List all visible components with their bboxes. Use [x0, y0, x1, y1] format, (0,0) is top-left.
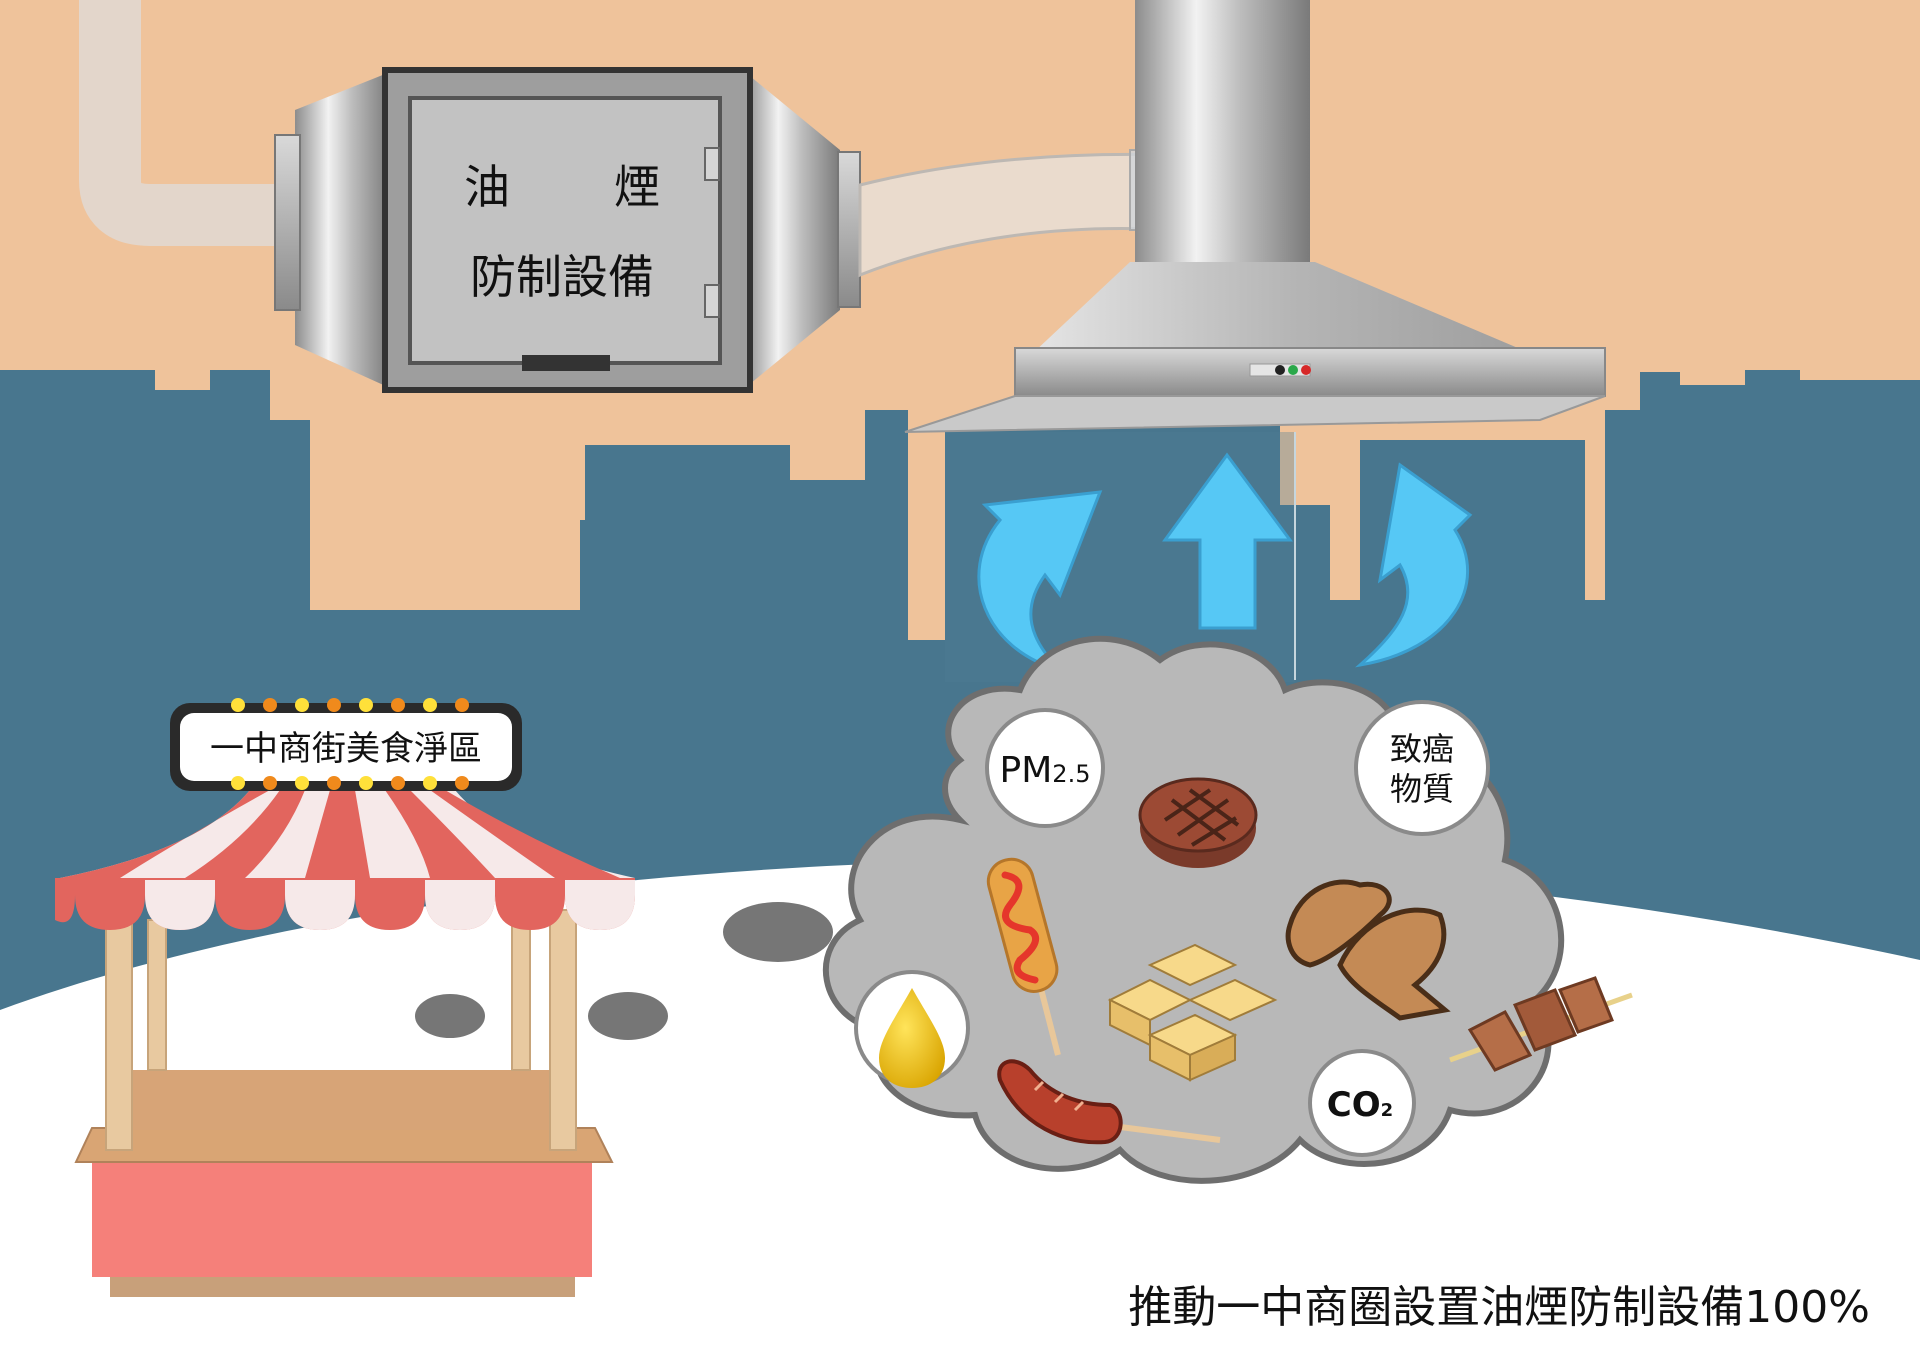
carcinogen-circle — [1354, 700, 1490, 836]
filter-panel — [408, 96, 722, 365]
stall-sign-text: 一中商街美食淨區 — [210, 729, 482, 769]
filter-label-equipment: 防制設備 — [470, 250, 654, 304]
filter-label-oil: 油 — [464, 160, 510, 214]
arrow-curve-left-icon — [977, 490, 1103, 673]
sign-lights-bottom — [231, 776, 469, 790]
tofu-block — [1147, 943, 1238, 987]
valance-white-scallop — [145, 880, 215, 930]
sausage-cuts — [1033, 1080, 1085, 1112]
steak-top — [1138, 777, 1258, 853]
slogan-text: 推動一中商圈設置油煙防制設備100% — [1128, 1282, 1870, 1333]
sign-lights-top — [231, 698, 469, 712]
filter-label-smoke: 煙 — [614, 160, 660, 214]
valance-white-scallop — [565, 880, 635, 930]
sausage-icon — [997, 1059, 1221, 1145]
stall-sign-face — [180, 713, 512, 781]
hood-button-black — [1275, 365, 1285, 375]
filter-latch — [704, 284, 720, 318]
hood-button-red — [1301, 365, 1311, 375]
filter-latch — [704, 147, 720, 181]
skewer-meat — [1467, 1010, 1533, 1072]
ground-spot — [415, 994, 485, 1038]
pm25-label: PM2.5 — [1000, 750, 1091, 791]
tofu-block — [1187, 978, 1278, 1022]
awning-stripe — [385, 790, 495, 878]
wing-two — [1337, 907, 1451, 1021]
stall-counter-top — [74, 1127, 614, 1163]
carcinogen-label-line1: 致癌 — [1390, 730, 1454, 768]
building-block — [318, 518, 580, 610]
filter-handle — [522, 355, 610, 371]
steak-grill-marks — [1163, 788, 1240, 847]
stall-post — [549, 909, 577, 1151]
ground-spot — [723, 902, 833, 962]
stall-table — [106, 1070, 576, 1130]
skewer-meat — [1512, 988, 1578, 1052]
range-hood-icon — [904, 0, 1606, 433]
co2-circle — [1308, 1049, 1416, 1157]
stall-counter-base — [110, 1275, 575, 1297]
filter-unit-icon: 油 煙 防制設備 — [274, 67, 861, 393]
food-stall-icon: 一中商街美食淨區 — [55, 698, 635, 1297]
oil-drop-icon — [854, 970, 970, 1088]
wing-one — [1285, 879, 1392, 968]
awning-stripe — [305, 790, 370, 878]
hood-chimney — [1135, 0, 1310, 270]
stall-post — [511, 919, 531, 1071]
sausage-stick — [1104, 1122, 1221, 1143]
filter-left-cone — [295, 72, 390, 388]
hood-button-green — [1288, 365, 1298, 375]
pm25-circle — [985, 708, 1105, 828]
hood-canopy — [1015, 262, 1570, 370]
arrow-curve-right-icon — [1355, 462, 1473, 668]
awning-stripe — [185, 790, 305, 878]
co2-badge: CO2 — [1308, 1049, 1416, 1157]
valance-white-scallop — [285, 880, 355, 930]
awning-stripe — [60, 790, 270, 878]
awning-stripe — [430, 790, 620, 878]
skewer-meat — [1557, 976, 1614, 1034]
corn-dog-stick — [1037, 984, 1061, 1056]
skewer-icon — [1449, 976, 1633, 1072]
building-block — [318, 430, 518, 518]
stall-post — [147, 919, 167, 1071]
pm25-badge: PM2.5 — [985, 708, 1105, 828]
filter-left-flange — [274, 134, 301, 311]
tofu-icon — [1107, 943, 1278, 1082]
oil-drop-shape — [879, 988, 945, 1088]
chicken-wing-icon — [1285, 879, 1451, 1021]
corn-dog-ketchup — [1001, 871, 1040, 984]
valance-white-scallop — [425, 880, 495, 930]
hood-skirt — [904, 395, 1606, 433]
filter-right-cone — [745, 72, 840, 388]
corn-dog-icon — [986, 857, 1061, 1056]
stall-counter — [92, 1162, 592, 1277]
filter-right-flange — [837, 151, 861, 308]
steak-icon — [1138, 777, 1258, 868]
co2-label: CO2 — [1327, 1085, 1393, 1125]
tofu-block — [1189, 1033, 1236, 1082]
stall-post — [105, 909, 133, 1151]
carcinogen-badge: 致癌 物質 — [1354, 700, 1490, 836]
sausage-body — [997, 1059, 1123, 1145]
ground-spot — [588, 992, 668, 1040]
arrow-up-center-icon — [1162, 452, 1293, 630]
carcinogen-label-line2: 物質 — [1390, 770, 1454, 808]
exhaust-pipe — [79, 0, 300, 246]
